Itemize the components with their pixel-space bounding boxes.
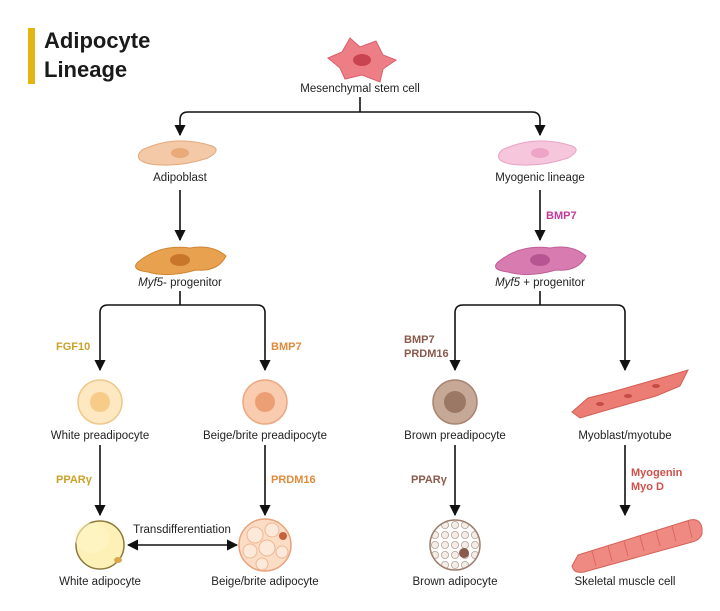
mesenchymal-stem-cell-icon: [327, 37, 398, 83]
brown-preadipocyte-icon: [432, 379, 478, 425]
factor-myod: Myo D: [631, 481, 664, 493]
label-beige-preadipocyte: Beige/brite preadipocyte: [202, 430, 328, 442]
brown-adipocyte-icon: [429, 519, 481, 571]
factor-bmp7-brown: BMP7: [404, 334, 435, 346]
factor-fgf10: FGF10: [56, 341, 91, 353]
label-adipoblast: Adipoblast: [153, 172, 207, 184]
beige-adipocyte-icon: [238, 518, 292, 572]
myogenic-lineage-cell-icon: [497, 140, 577, 166]
factor-myogenin: Myogenin: [631, 467, 683, 479]
factor-prdm16-beige: PRDM16: [271, 474, 316, 486]
label-myf5-negative-progenitor: Myf5- progenitor: [138, 277, 222, 289]
diagram-title: Adipocyte Lineage: [44, 26, 150, 84]
label-skeletal-muscle-cell: Skeletal muscle cell: [574, 576, 676, 588]
label-brown-adipocyte: Brown adipocyte: [412, 576, 498, 588]
progenitor-suffix: + progenitor: [520, 277, 585, 289]
white-preadipocyte-icon: [77, 379, 123, 425]
myf5-positive-progenitor-icon: [495, 246, 587, 276]
factor-ppar-gamma-brown: PPARγ: [411, 474, 447, 486]
connector-lines: [94, 97, 631, 551]
label-white-adipocyte: White adipocyte: [59, 576, 141, 588]
factor-bmp7-myogenic: BMP7: [546, 210, 577, 222]
factor-prdm16-brown: PRDM16: [404, 348, 449, 360]
label-myf5-positive-progenitor: Myf5 + progenitor: [495, 277, 585, 289]
factor-myogenin-myod: Myogenin Myo D: [631, 466, 682, 494]
myf5-negative-progenitor-icon: [135, 246, 227, 276]
factor-bmp7-prdm16-brown: BMP7 PRDM16: [404, 333, 449, 361]
adipoblast-cell-icon: [137, 140, 217, 166]
gene-name-myf5: Myf5: [138, 277, 164, 289]
skeletal-muscle-cell-icon: [571, 519, 703, 573]
label-myoblast-myotube: Myoblast/myotube: [578, 430, 672, 442]
label-transdifferentiation: Transdifferentiation: [133, 524, 231, 536]
factor-ppar-gamma-white: PPARγ: [56, 474, 92, 486]
title-accent-bar: [28, 28, 35, 84]
label-white-preadipocyte: White preadipocyte: [50, 430, 150, 442]
factor-bmp7-beige: BMP7: [271, 341, 302, 353]
myoblast-myotube-icon: [571, 369, 689, 419]
label-brown-preadipocyte: Brown preadipocyte: [404, 430, 506, 442]
label-myogenic-lineage: Myogenic lineage: [495, 172, 585, 184]
white-adipocyte-icon: [75, 520, 125, 570]
title-line-1: Adipocyte: [44, 28, 151, 53]
progenitor-suffix: - progenitor: [163, 277, 222, 289]
beige-preadipocyte-icon: [242, 379, 288, 425]
label-beige-adipocyte: Beige/brite adipocyte: [211, 576, 319, 588]
label-mesenchymal-stem-cell: Mesenchymal stem cell: [300, 83, 420, 95]
gene-name-myf5: Myf5: [495, 277, 521, 289]
title-line-2: Lineage: [44, 57, 128, 82]
